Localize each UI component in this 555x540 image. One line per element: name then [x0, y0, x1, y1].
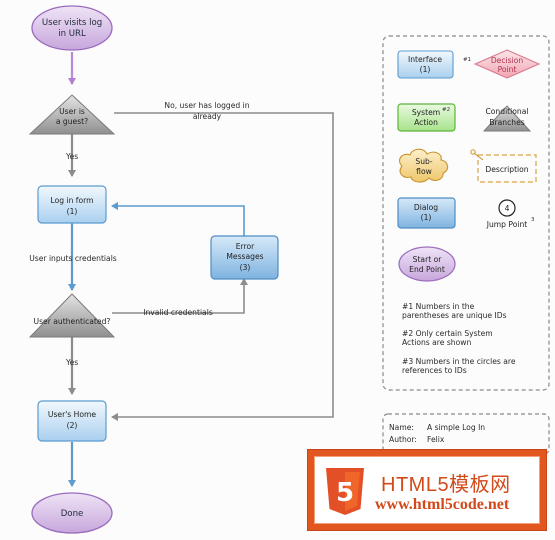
legend-interface-label: Interface(1)	[408, 55, 442, 74]
html5-shield-icon: 5	[326, 468, 364, 515]
meta-panel: Name: A simple Log In Author: Felix	[382, 413, 550, 455]
legend-jump-point-number: 4	[505, 204, 510, 213]
arrow-error-to-login	[111, 202, 245, 236]
done-label: Done	[61, 509, 84, 519]
login-form-label: Log in form(1)	[50, 196, 93, 216]
yes-label-2: Yes	[65, 358, 78, 367]
invalid-credentials-label: Invalid credentials	[143, 308, 213, 317]
legend-jump-point-shape	[498, 199, 516, 217]
legend-subflow-shape	[399, 148, 449, 183]
legend-system-action-shape	[397, 103, 456, 132]
legend-dialog-shape	[397, 197, 456, 229]
legend-interface-shape	[397, 50, 454, 79]
legend-start-end-shape	[398, 246, 456, 282]
legend-description-shape	[477, 154, 537, 183]
legend-description-pin	[473, 152, 484, 161]
legend-description-label: Description	[485, 165, 528, 174]
users-home-node: User's Home(2)	[37, 400, 107, 442]
meta-name-label: Name:	[389, 423, 414, 432]
connectors	[68, 52, 334, 487]
meta-author-value: Felix	[427, 435, 445, 444]
legend-interface-mark: #1	[463, 57, 471, 63]
watermark-banner: 5 HTML5模板网 www.html5code.net	[307, 449, 547, 531]
inputs-credentials-label: User inputs credentials	[29, 254, 117, 263]
auth-decision: User authenticated?	[28, 293, 116, 338]
watermark-inner: 5 HTML5模板网 www.html5code.net	[314, 456, 540, 524]
meta-name-value: A simple Log In	[427, 423, 485, 432]
meta-author-label: Author:	[389, 435, 417, 444]
yes-label-1: Yes	[65, 152, 78, 161]
auth-decision-label: User authenticated?	[34, 317, 111, 326]
html5-shield-glyph: 5	[336, 478, 354, 508]
watermark-title: HTML5模板网	[381, 474, 511, 496]
arrow-logged-in-to-home	[111, 112, 334, 421]
login-form-node: Log in form(1)	[37, 185, 107, 224]
legend-system-action-mark: #2	[442, 107, 450, 113]
legend-conditional-shape	[482, 105, 532, 132]
legend-dialog-label: Dialog(1)	[414, 203, 438, 222]
watermark-url: www.html5code.net	[375, 496, 510, 513]
users-home-label: User's Home(2)	[48, 410, 97, 430]
done-node: Done	[31, 492, 113, 534]
legend-decision-shape	[473, 49, 541, 79]
legend-jump-point-mark: 3	[531, 217, 535, 223]
legend-subflow-label: Sub-flow	[415, 157, 432, 176]
arrow-auth-to-error	[112, 278, 248, 314]
legend-jump-point-label: Jump Point	[486, 220, 528, 229]
legend-description-dot	[470, 149, 476, 155]
